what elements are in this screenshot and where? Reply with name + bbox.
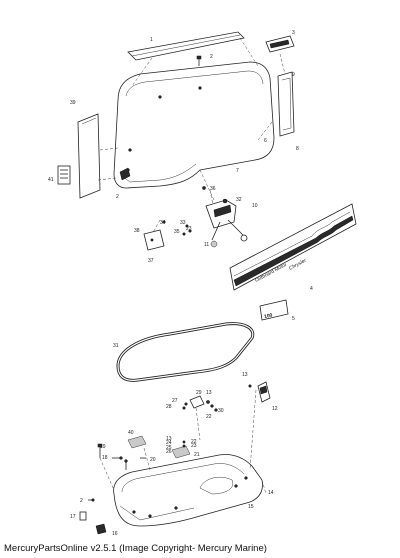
callout-2: 2 — [210, 54, 213, 60]
callout-13-mid: 13 — [206, 390, 212, 396]
clip-bracket — [171, 440, 191, 459]
callout-25: 25 — [166, 445, 172, 451]
screw-2-bottom — [88, 498, 95, 502]
callout-36: 36 — [210, 186, 216, 192]
fasteners-mid — [162, 220, 192, 236]
callout-4: 4 — [310, 286, 313, 292]
fastener-cluster — [182, 395, 218, 412]
callout-33: 33 — [180, 220, 186, 226]
screw-36 — [202, 186, 206, 190]
callout-26: 26 — [166, 449, 172, 455]
side-seal-left — [77, 113, 101, 199]
callout-22-low: 22 — [206, 414, 212, 420]
callout-38: 38 — [134, 228, 140, 234]
callout-23: 23 — [191, 443, 197, 449]
screw-top — [196, 55, 202, 66]
callout-6: 6 — [264, 138, 267, 144]
callout-37: 37 — [148, 258, 154, 264]
callout-9: 9 — [292, 72, 295, 78]
side-rail-right — [277, 71, 295, 137]
callout-13: 13 — [242, 372, 248, 378]
callout-32: 32 — [236, 197, 242, 203]
badge-number: 100 — [264, 312, 274, 320]
callout-5: 5 — [292, 316, 295, 322]
clip-16 — [95, 523, 107, 535]
callout-19: 19 — [100, 444, 106, 450]
callout-12: 12 — [272, 406, 278, 412]
callout-39: 39 — [70, 100, 76, 106]
callout-27: 27 — [172, 398, 178, 404]
callout-28: 28 — [166, 404, 172, 410]
callout-24: 24 — [166, 440, 172, 446]
callout-30: 30 — [218, 408, 224, 414]
callout-1: 1 — [150, 37, 153, 43]
latch-hook — [248, 381, 271, 403]
callout-10: 10 — [252, 203, 258, 209]
callout-41: 41 — [48, 177, 54, 183]
assembly-lines-lower — [99, 389, 267, 495]
callout-2-low: 2 — [80, 498, 83, 504]
callout-17: 17 — [70, 514, 76, 520]
cover-plate — [127, 435, 147, 449]
callout-29: 29 — [196, 390, 202, 396]
hinge-bracket — [143, 229, 165, 251]
callout-20: 20 — [150, 457, 156, 463]
latch-knob — [210, 240, 218, 248]
cowl-seal-ring — [116, 322, 255, 382]
callout-11: 11 — [204, 242, 209, 248]
callout-3: 3 — [292, 30, 295, 36]
vent-grille — [57, 165, 71, 185]
screws-lower-left — [97, 443, 146, 470]
bottom-cowl-pan — [113, 454, 263, 527]
callout-14: 14 — [268, 490, 274, 496]
callout-34: 34 — [160, 220, 166, 226]
callout-2-mid: 2 — [116, 194, 119, 200]
clip-17 — [79, 511, 87, 521]
callout-22: 22 — [191, 439, 197, 445]
decal-brand: Chrysler — [288, 258, 308, 272]
callout-23-mid: 23 — [186, 226, 192, 232]
latch-bracket-top — [265, 35, 295, 53]
side-decal: Chrysler Outboard Motor — [229, 203, 357, 291]
copyright-caption: MercuryPartsOnline v2.5.1 (Image Copyrig… — [4, 543, 267, 554]
callout-8: 8 — [296, 146, 299, 152]
callout-13-low: 13 — [166, 436, 172, 442]
top-cap-strip — [127, 31, 245, 61]
callout-16: 16 — [112, 531, 118, 537]
cowl-latch — [205, 198, 248, 242]
callout-7: 7 — [236, 168, 239, 174]
callout-40: 40 — [128, 430, 134, 436]
callout-35: 35 — [174, 229, 180, 235]
callout-31: 31 — [113, 343, 119, 349]
callout-labels: 1 2 3 4 5 6 7 8 9 10 11 12 13 14 15 16 1… — [48, 30, 313, 537]
callout-18: 18 — [102, 455, 108, 461]
model-badge: 100 — [259, 299, 289, 321]
callout-21: 21 — [194, 452, 200, 458]
top-cowl — [113, 61, 275, 189]
callout-15: 15 — [248, 504, 254, 510]
exploded-parts-diagram: Chrysler Outboard Motor 100 — [48, 30, 357, 537]
